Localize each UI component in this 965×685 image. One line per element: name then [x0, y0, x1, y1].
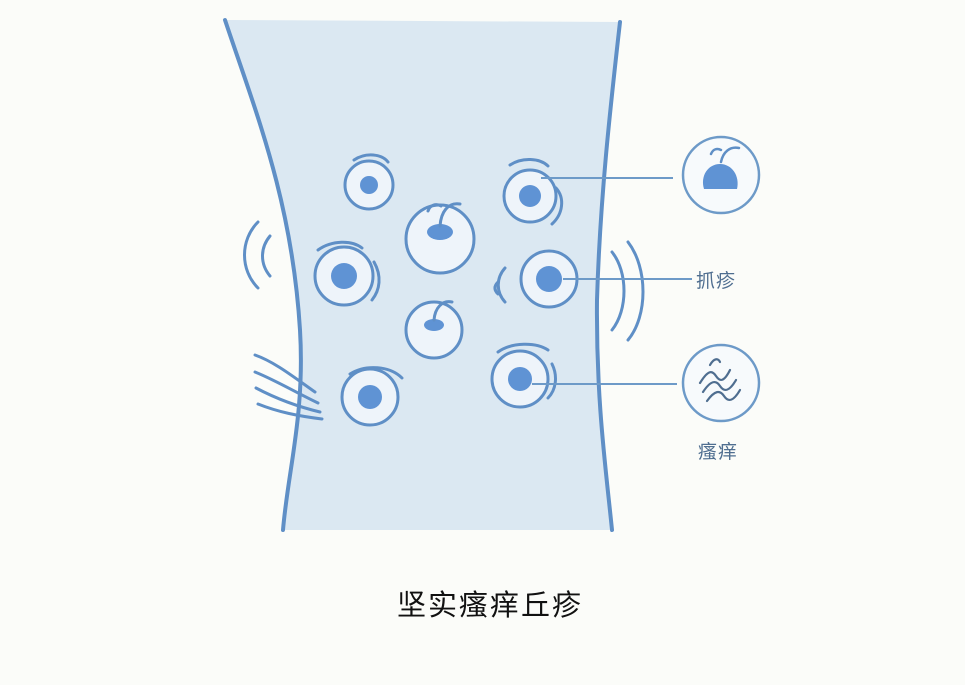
lesion: [502, 158, 564, 226]
diagram-caption: 坚实瘙痒丘疹: [396, 588, 583, 622]
left-upper-vibration-marks: [243, 220, 272, 290]
lesion: [313, 240, 381, 307]
skin-right-edge: [594, 20, 622, 532]
scratch-label: 抓疹: [696, 270, 737, 292]
right-vibration-marks: [610, 240, 645, 342]
lesion: [404, 202, 476, 275]
lesion: [490, 342, 557, 409]
itch-wave-icon: [681, 343, 761, 423]
bump-drop-icon: [681, 135, 761, 215]
lesion: [404, 300, 464, 360]
skin-left-edge: [223, 18, 303, 532]
itch-label: 瘙痒: [698, 441, 739, 463]
lesion: [343, 153, 395, 211]
left-lower-vibration-marks: [253, 353, 324, 421]
lesion: [340, 366, 404, 427]
